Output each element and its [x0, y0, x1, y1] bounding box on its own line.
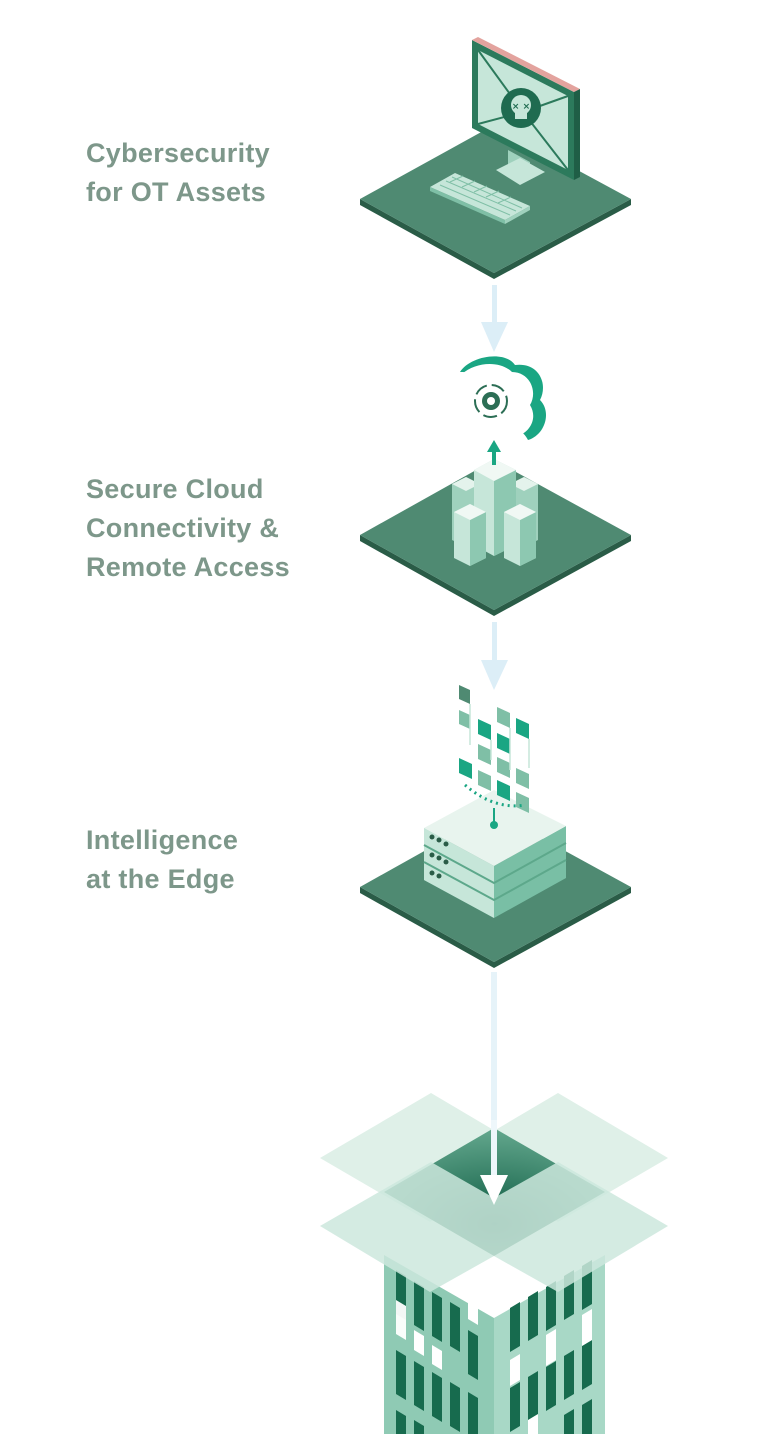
building-box-icon — [320, 1093, 668, 1434]
monitor-skull-icon: × × — [430, 37, 580, 224]
data-blocks-icon — [459, 685, 530, 829]
layer-label-line: Cybersecurity — [86, 138, 270, 168]
layer-label-line: for OT Assets — [86, 177, 266, 207]
layer-label-line: at the Edge — [86, 864, 235, 894]
layer-label-line: Secure Cloud — [86, 474, 264, 504]
flow-arrow — [481, 285, 508, 352]
layer-label-edge: Intelligence at the Edge — [86, 821, 238, 899]
layer-label-line: Intelligence — [86, 825, 239, 855]
buildings-icon — [452, 440, 538, 566]
layer-label-cloud: Secure Cloud Connectivity & Remote Acces… — [86, 470, 290, 587]
layer-label-line: Connectivity & — [86, 513, 280, 543]
flow-arrow — [481, 622, 508, 690]
cloud-gear-icon — [458, 356, 547, 440]
layer-label-ot-assets: Cybersecurity for OT Assets — [86, 134, 270, 212]
layer-label-line: Remote Access — [86, 552, 291, 582]
svg-text:× ×: × × — [512, 102, 530, 112]
